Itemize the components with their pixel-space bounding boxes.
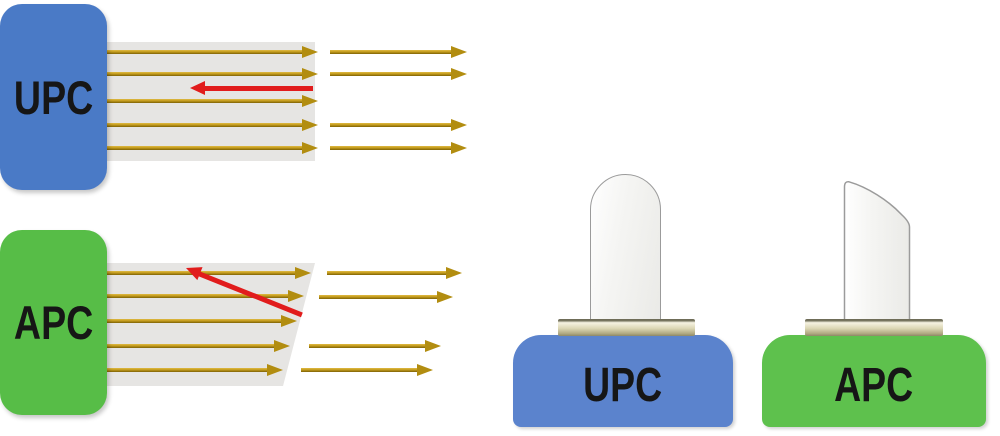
- incident-light-arrow: [106, 94, 318, 108]
- apc-ferrule: [843, 180, 911, 321]
- transmitted-light-arrow: [330, 45, 467, 59]
- upc-connector-body: UPC: [513, 335, 733, 427]
- apc-endface-box: APC: [0, 230, 107, 415]
- transmitted-light-arrow: [309, 339, 441, 353]
- incident-light-arrow: [106, 314, 297, 328]
- apc-connector-body: APC: [762, 335, 986, 427]
- transmitted-light-arrow: [330, 141, 467, 155]
- upc-ferrule: [590, 174, 661, 321]
- transmitted-light-arrow: [327, 266, 462, 280]
- transmitted-light-arrow: [330, 118, 467, 132]
- incident-light-arrow: [106, 141, 318, 155]
- upc-ferrule-collar: [558, 319, 695, 336]
- upc-connector-label: UPC: [583, 358, 663, 412]
- apc-endface-label: APC: [13, 296, 94, 349]
- apc-ferrule-collar: [805, 319, 943, 336]
- incident-light-arrow: [106, 363, 283, 377]
- apc-connector-label: APC: [834, 358, 914, 412]
- incident-light-arrow: [106, 339, 290, 353]
- transmitted-light-arrow: [330, 67, 467, 81]
- incident-light-arrow: [106, 45, 318, 59]
- incident-light-arrow: [106, 289, 304, 303]
- incident-light-arrow: [106, 67, 318, 81]
- transmitted-light-arrow: [319, 290, 453, 304]
- reflected-light-arrow: [190, 81, 313, 95]
- upc-endface-label: UPC: [13, 70, 94, 124]
- incident-light-arrow: [106, 118, 318, 132]
- transmitted-light-arrow: [301, 363, 433, 377]
- upc-endface-box: UPC: [0, 4, 107, 190]
